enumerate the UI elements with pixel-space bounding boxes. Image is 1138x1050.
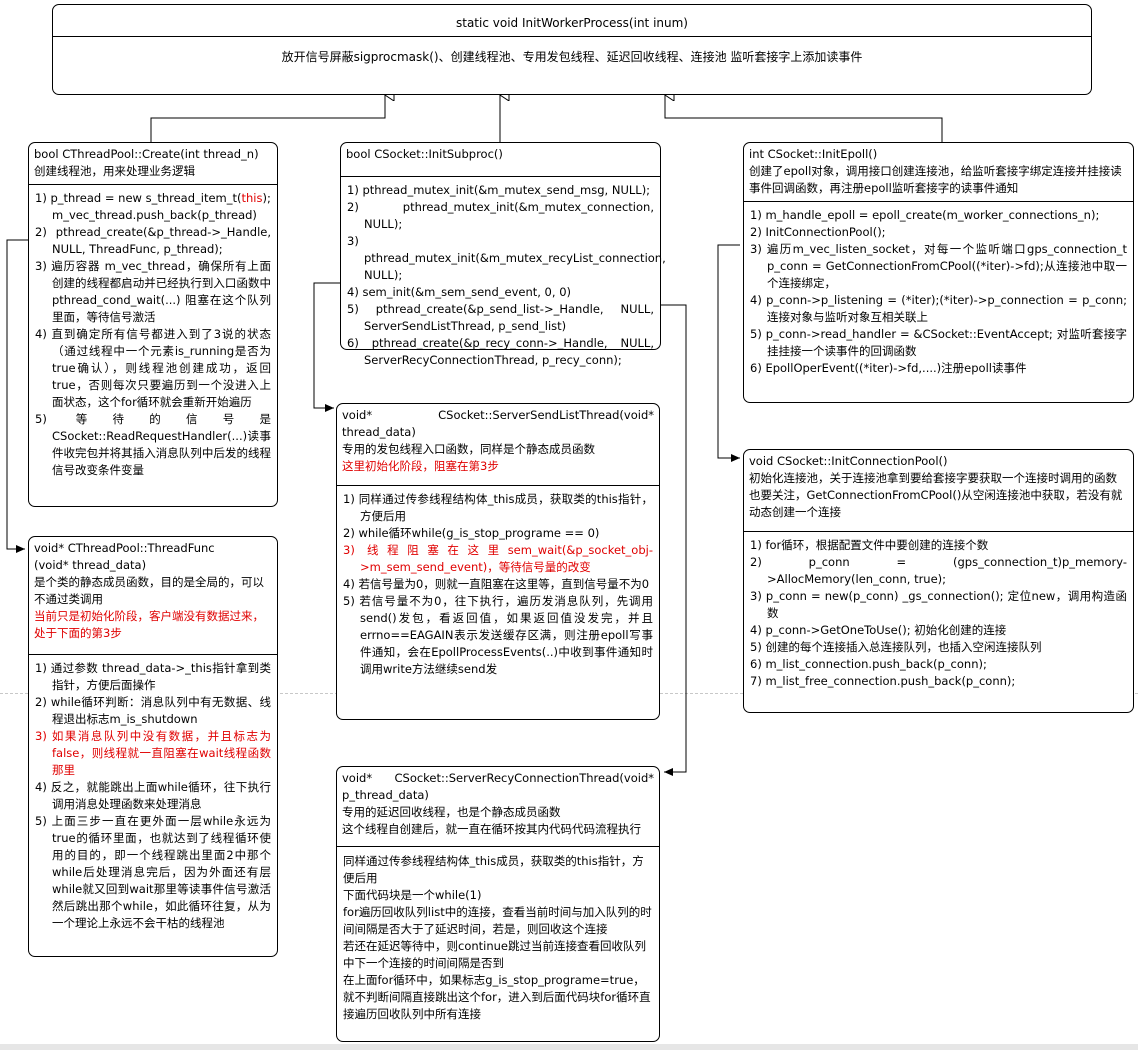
- list-item: 4) p_conn->p_listening = (*iter);(*iter)…: [750, 293, 1127, 324]
- list-item: m_vec_thread.push_back(p_thread): [52, 208, 257, 222]
- send-list-thread-box: void* CSocket::ServerSendListThread(void…: [336, 403, 660, 720]
- connector-threadpool-to-main: [150, 95, 385, 142]
- recy-line: 同样通过传参线程结构体_this成员，获取类的this指针，方便后用: [343, 854, 644, 885]
- thread-func-steps: 1) 通过参数 thread_data->_this指针拿到类指针，方便后面操作…: [35, 660, 271, 932]
- thread-func-signature-b: (void* thread_data): [34, 558, 147, 572]
- list-item: 2) while循环while(g_is_stop_programe == 0): [343, 526, 600, 540]
- list-item: 2) InitConnectionPool();: [750, 225, 886, 239]
- list-item: 5) pthread_create(&p_send_list->_Handle,…: [347, 302, 654, 333]
- list-item: 5) p_conn->read_handler = &CSocket::Even…: [750, 327, 1127, 358]
- list-item: 2) pthread_mutex_init(&m_mutex_connectio…: [347, 200, 654, 231]
- connector-subproc-to-recy: [661, 304, 687, 776]
- list-item: 5) 创建的每个连接插入总连接队列，也插入空闲连接队列: [750, 640, 1042, 654]
- list-item: 7) m_list_free_connection.push_back(p_co…: [750, 674, 1016, 688]
- list-item: 1) 同样通过传参线程结构体_this成员，获取类的this指针，方便后用: [343, 492, 653, 523]
- bottom-scroll-strip: [0, 1044, 1138, 1050]
- init-epoll-steps: 1) m_handle_epoll = epoll_create(m_worke…: [750, 207, 1127, 377]
- list-item: 1) p_thread = new s_thread_item_t(this);: [35, 191, 271, 205]
- init-worker-process-box: static void InitWorkerProcess(int inum) …: [52, 4, 1092, 95]
- list-item: 1) pthread_mutex_init(&m_mutex_send_msg,…: [347, 183, 651, 197]
- send-list-desc-red: 这里初始化阶段，阻塞在第3步: [342, 459, 499, 473]
- recy-desc-1: 专用的延迟回收线程，也是个静态成员函数: [342, 805, 561, 819]
- init-subproc-steps: 1) pthread_mutex_init(&m_mutex_send_msg,…: [347, 182, 666, 369]
- recy-line: 在上面for循环中，如果标志g_is_stop_programe=true，就不…: [343, 973, 651, 1021]
- threadpool-create-steps: 1) p_thread = new s_thread_item_t(this);…: [35, 190, 271, 479]
- connector-create-to-threadfunc: [6, 239, 28, 553]
- thread-func-signature-a: void* CThreadPool::ThreadFunc: [34, 541, 215, 555]
- send-list-signature-c: thread_data): [342, 425, 416, 439]
- connector-epoll-to-connpool: [717, 244, 740, 462]
- init-connection-pool-desc: 初始化连接池，关于连接池拿到要给套接字要获取一个连接时调用的函数也要关注，Get…: [749, 471, 1123, 519]
- recy-line: for遍历回收队列list中的连接，查看当前时间与加入队列的时间间隔是否大于了延…: [343, 905, 652, 936]
- list-item: 4) 反之，就能跳出上面while循环，往下执行调用消息处理函数来处理消息: [35, 780, 271, 811]
- list-item: 3) 线程阻塞在这里sem_wait(&p_socket_obj->m_sem_…: [343, 543, 653, 574]
- thread-func-desc-red: 当前只是初始化阶段，客户端没有数据过来，处于下面的第3步: [34, 609, 264, 640]
- init-connection-pool-box: void CSocket::InitConnectionPool() 初始化连接…: [743, 449, 1134, 713]
- list-item: 4) 直到确定所有信号都进入到了3说的状态（通过线程中一个元素is_runnin…: [35, 327, 271, 409]
- threadpool-create-desc: 创建线程池，用来处理业务逻辑: [34, 164, 195, 178]
- list-item: 4) p_conn->GetOneToUse(); 初始化创建的连接: [750, 623, 1007, 637]
- recy-connection-thread-box: void* CSocket::ServerRecyConnectionThrea…: [336, 766, 660, 1042]
- this-keyword: this: [241, 191, 263, 205]
- threadpool-create-box: bool CThreadPool::Create(int thread_n) 创…: [28, 142, 278, 507]
- connector-subproc-to-sendlist: [313, 282, 340, 412]
- list-item: 2) pthread_create(&p_thread->_Handle, NU…: [35, 225, 271, 256]
- list-item: 2) while循环判断：消息队列中有无数据、线程退出标志m_is_shutdo…: [35, 695, 271, 726]
- thread-func-desc: 是个类的静态成员函数，目的是全局的，可以不通过类调用: [34, 575, 264, 606]
- init-connection-pool-signature: void CSocket::InitConnectionPool(): [749, 454, 948, 468]
- list-item: 1) m_handle_epoll = epoll_create(m_worke…: [750, 208, 1100, 222]
- list-item: 5) 若信号量不为0，往下执行，遍历发消息队列，先调用send()发包，看返回值…: [343, 594, 653, 676]
- list-item: 3) 遍历容器 m_vec_thread，确保所有上面创建的线程都启动并已经执行…: [35, 259, 271, 324]
- init-subproc-signature: bool CSocket::InitSubproc(): [341, 143, 660, 177]
- thread-func-box: void* CThreadPool::ThreadFunc (void* thr…: [28, 536, 278, 957]
- init-worker-process-title: static void InitWorkerProcess(int inum): [53, 5, 1091, 37]
- recy-line: 若还在延迟等待中，则continue跳过当前连接查看回收队列中下一个连接的时间间…: [343, 939, 647, 970]
- list-item: 4) 若信号量为0，则就一直阻塞在这里等，直到信号量不为0: [343, 577, 650, 591]
- list-item: 1) for循环，根据配置文件中要创建的连接个数: [750, 538, 989, 552]
- recy-signature-b: CSocket::ServerRecyConnectionThread(void…: [394, 771, 654, 785]
- recy-signature-a: void*: [342, 771, 373, 785]
- list-item: 3) p_conn = new(p_conn) _gs_connection()…: [750, 589, 1127, 620]
- recy-signature-c: p_thread_data): [342, 788, 429, 802]
- list-item: 3) pthread_mutex_init(&m_mutex_recyList_…: [347, 234, 666, 282]
- send-list-steps: 1) 同样通过传参线程结构体_this成员，获取类的this指针，方便后用 2)…: [343, 491, 653, 678]
- init-epoll-box: int CSocket::InitEpoll() 创建了epoll对象，调用接口…: [743, 142, 1134, 403]
- list-item: 1) 通过参数 thread_data->_this指针拿到类指针，方便后面操作: [35, 661, 271, 692]
- list-item: 6) m_list_connection.push_back(p_conn);: [750, 657, 987, 671]
- init-epoll-signature: int CSocket::InitEpoll(): [749, 147, 878, 161]
- list-item: 6) EpollOperEvent((*iter)->fd,....)注册epo…: [750, 361, 1027, 375]
- list-item: 4) sem_init(&m_sem_send_event, 0, 0): [347, 285, 571, 299]
- list-item: 6) pthread_create(&p_recy_conn->_Handle,…: [347, 336, 654, 367]
- threadpool-create-signature: bool CThreadPool::Create(int thread_n): [34, 147, 259, 161]
- send-list-signature-a: void*: [342, 408, 373, 422]
- list-item: 3) 遍历m_vec_listen_socket，对每一个监听端口gps_con…: [750, 242, 1127, 290]
- list-item: 2) p_conn = (gps_connection_t)p_memory->…: [750, 555, 1127, 586]
- list-item: 3) 如果消息队列中没有数据，并且标志为false，则线程就一直阻塞在wait线…: [35, 729, 271, 777]
- init-subproc-box: bool CSocket::InitSubproc() 1) pthread_m…: [340, 142, 666, 367]
- list-item: 5) 上面三步一直在更外面一层while永远为true的循环里面，也就达到了线程…: [35, 814, 271, 930]
- send-list-desc: 专用的发包线程入口函数，同样是个静态成员函数: [342, 442, 595, 456]
- recy-desc-2: 这个线程自创建后，就一直在循环按其内代码代码流程执行: [342, 822, 641, 836]
- recy-line: 下面代码块是一个while(1): [343, 888, 482, 902]
- init-epoll-desc: 创建了epoll对象，调用接口创建连接池，给监听套接字绑定连接并挂接读事件回调函…: [749, 164, 1122, 195]
- send-list-signature-b: CSocket::ServerSendListThread(void*: [438, 408, 654, 422]
- init-connection-pool-steps: 1) for循环，根据配置文件中要创建的连接个数 2) p_conn = (gp…: [750, 537, 1127, 690]
- init-worker-process-desc: 放开信号屏蔽sigprocmask()、创建线程池、专用发包线程、延迟回收线程、…: [281, 50, 863, 64]
- list-item: 5) 等待的信号是CSocket::ReadRequestHandler(...…: [35, 412, 271, 477]
- connector-epoll-to-main: [665, 95, 943, 142]
